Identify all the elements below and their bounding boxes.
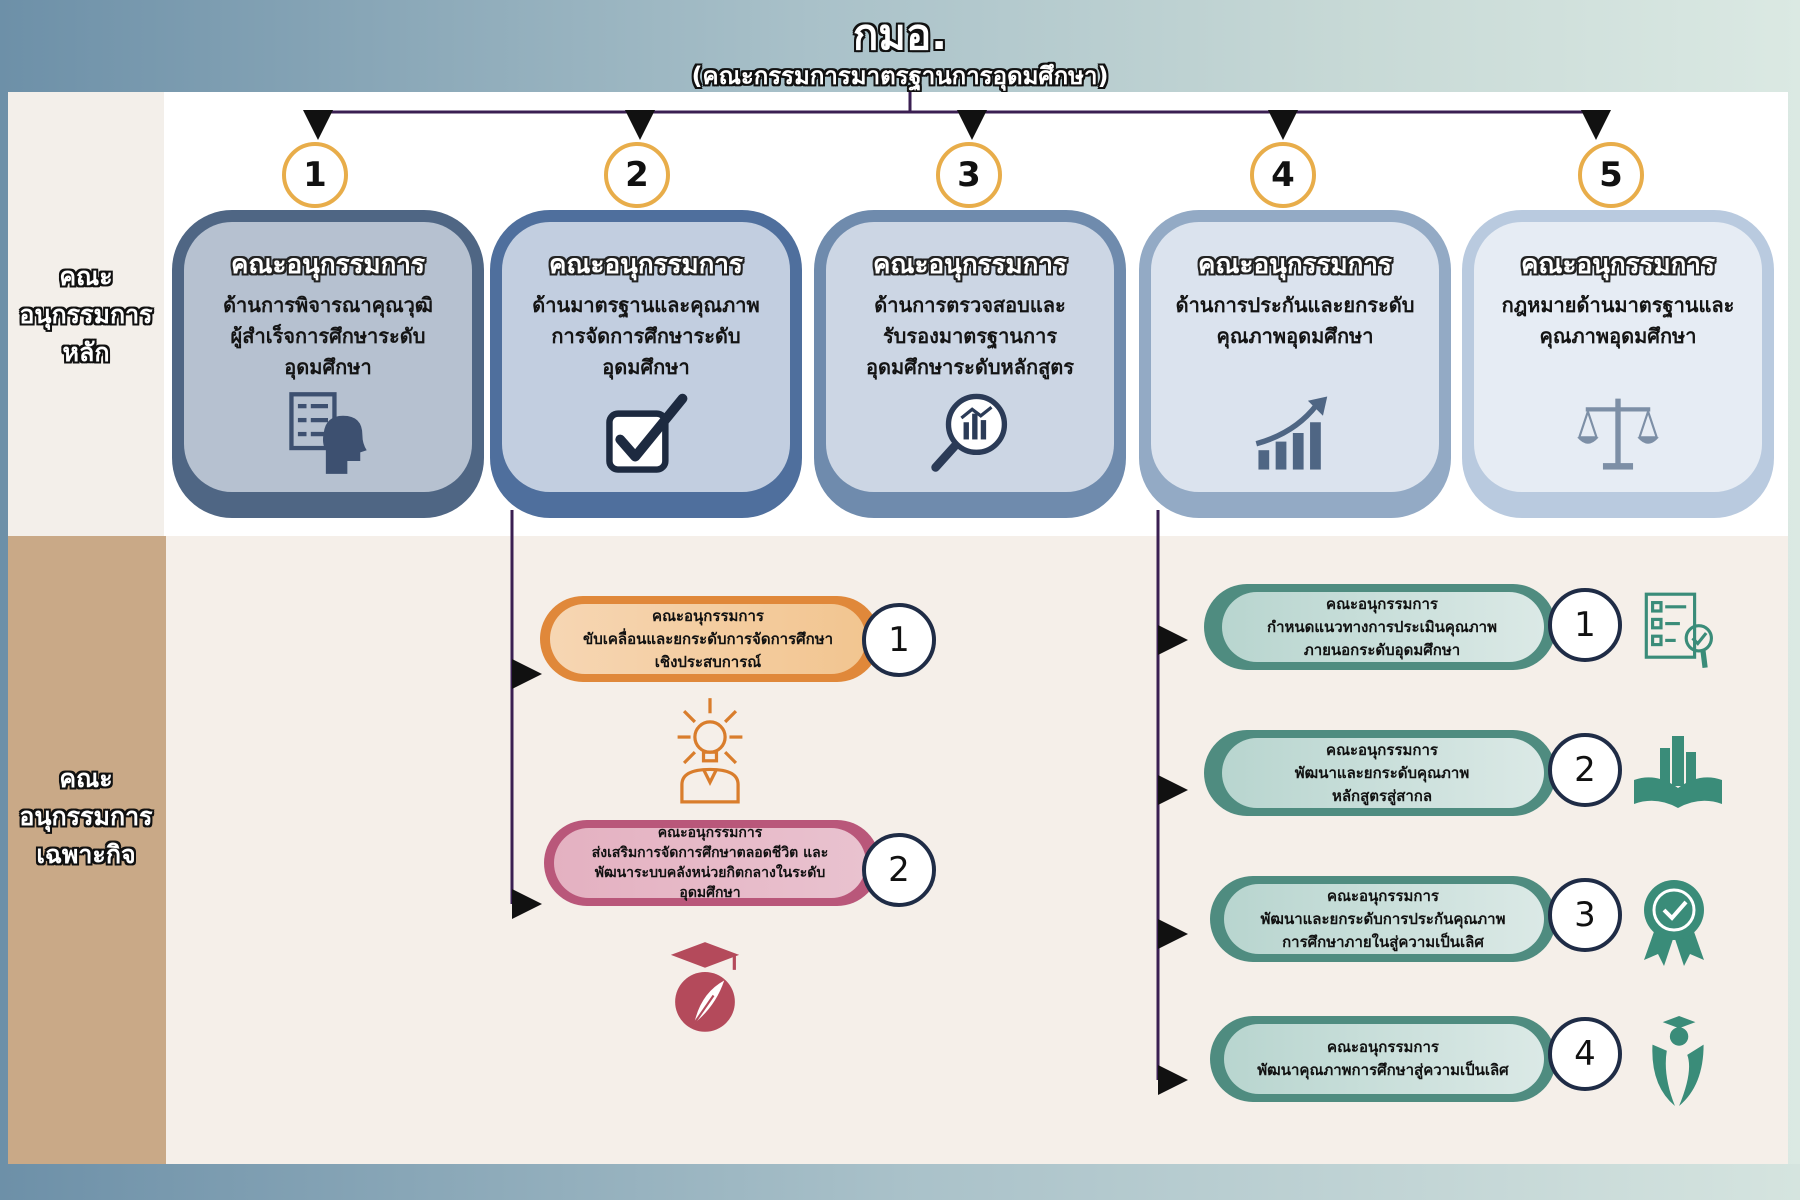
graduation-quill-icon [670, 942, 740, 1032]
right-subcommittee-4: คณะอนุกรรมการ พัฒนาคุณภาพการศึกษาสู่ความ… [1210, 1016, 1556, 1102]
committee-description: กฎหมายด้านมาตรฐานและ คุณภาพอุดมศึกษา [1472, 290, 1764, 352]
left-subcommittee-number-2: 2 [862, 833, 936, 907]
committee-description-line: อุดมศึกษาระดับหลักสูตร [865, 355, 1075, 379]
committee-description-line: คุณภาพอุดมศึกษา [1216, 324, 1374, 348]
committee-description-line: ด้านมาตรฐานและคุณภาพ [532, 293, 760, 317]
subcommittee-text-line: เชิงประสบการณ์ [654, 652, 762, 671]
main-row-label-line: อนุกรรมการ [19, 300, 153, 329]
magnifier-chart-icon [931, 393, 1008, 472]
subcommittee-text-line: คณะอนุกรรมการ [1326, 740, 1438, 759]
right-subcommittee-number-3: 3 [1548, 878, 1622, 952]
checkbox-icon [606, 393, 688, 473]
committee-description-line: อุดมศึกษา [284, 355, 372, 379]
committee-title: คณะอนุกรรมการ [549, 250, 743, 280]
left-subcommittee-1: คณะอนุกรรมการ ขับเคลื่อนและยกระดับการจัด… [540, 596, 880, 682]
committee-description-line: อุดมศึกษา [602, 355, 690, 379]
right-subcommittee-1: คณะอนุกรรมการ กำหนดแนวทางการประเมินคุณภา… [1204, 584, 1556, 670]
specific-row-label-bg [8, 536, 166, 1164]
award-badge-icon [1644, 880, 1704, 966]
main-committee-card-3: คณะอนุกรรมการ ด้านการตรวจสอบและ รับรองมา… [814, 210, 1126, 518]
specific-row-label-line: อนุกรรมการ [19, 802, 153, 831]
right-subcommittee-2: คณะอนุกรรมการ พัฒนาและยกระดับคุณภาพ หลัก… [1204, 730, 1556, 816]
subcommittee-text-line: การศึกษาภายในสู่ความเป็นเลิศ [1282, 932, 1484, 951]
subcommittee-text: คณะอนุกรรมการ พัฒนาและยกระดับการประกันคุ… [1226, 876, 1540, 962]
committee-description-line: กฎหมายด้านมาตรฐานและ [1501, 293, 1735, 317]
committee-description-line: ด้านการพิจารณาคุณวุฒิ [223, 293, 433, 317]
subcommittee-text-line: พัฒนาคุณภาพการศึกษาสู่ความเป็นเลิศ [1257, 1061, 1509, 1079]
main-committee-card-2: คณะอนุกรรมการ ด้านมาตรฐานและคุณภาพ การจั… [490, 210, 802, 518]
left-subcommittee-2: คณะอนุกรรมการ ส่งเสริมการจัดการศึกษาตลอด… [544, 820, 880, 906]
committee-description-line: ด้านการประกันและยกระดับ [1175, 293, 1415, 317]
subcommittee-text-line: คณะอนุกรรมการ [1327, 1038, 1439, 1056]
committee-description: ด้านมาตรฐานและคุณภาพ การจัดการศึกษาระดับ… [500, 290, 792, 383]
committee-number-1: 1 [282, 142, 348, 208]
main-row-label-line: หลัก [62, 338, 110, 367]
main-committee-card-1: คณะอนุกรรมการ ด้านการพิจารณาคุณวุฒิ ผู้ส… [172, 210, 484, 518]
subcommittee-text-line: กำหนดแนวทางการประเมินคุณภาพ [1267, 617, 1497, 636]
committee-description-line: ผู้สำเร็จการศึกษาระดับ [230, 324, 426, 348]
main-committee-card-5: คณะอนุกรรมการ กฎหมายด้านมาตรฐานและ คุณภา… [1462, 210, 1774, 518]
subcommittee-text-line: พัฒนาระบบคลังหน่วยกิตกลางในระดับ [594, 865, 826, 881]
right-subcommittee-number-1: 1 [1548, 588, 1622, 662]
report-check-icon [1644, 592, 1713, 669]
committee-number-3: 3 [936, 142, 1002, 208]
subcommittee-text: คณะอนุกรรมการ พัฒนาและยกระดับคุณภาพ หลัก… [1224, 730, 1540, 816]
diagram-header: กมอ. (คณะกรรมการมาตรฐานการอุดมศึกษา) [0, 0, 1800, 92]
page-title: กมอ. [852, 10, 948, 59]
main-committee-card-4: คณะอนุกรรมการ ด้านการประกันและยกระดับ คุ… [1139, 210, 1451, 518]
committee-title: คณะอนุกรรมการ [1198, 250, 1392, 280]
checklist-head-icon [289, 392, 367, 474]
graduate-person-icon [1652, 1016, 1704, 1106]
right-subcommittee-3: คณะอนุกรรมการ พัฒนาและยกระดับการประกันคุ… [1210, 876, 1556, 962]
main-row-label-line: คณะ [59, 262, 113, 291]
main-row-label-bg [8, 92, 164, 536]
committee-number-4: 4 [1250, 142, 1316, 208]
bottom-strip [0, 1164, 1800, 1200]
subcommittee-text-line: พัฒนาและยกระดับคุณภาพ [1294, 763, 1470, 782]
committee-title: คณะอนุกรรมการ [231, 250, 425, 280]
subcommittee-text: คณะอนุกรรมการ พัฒนาคุณภาพการศึกษาสู่ความ… [1226, 1016, 1540, 1102]
subcommittee-text-line: ส่งเสริมการจัดการศึกษาตลอดชีวิต และ [591, 845, 829, 861]
left-subcommittee-number-1: 1 [862, 603, 936, 677]
committee-description-line: การจัดการศึกษาระดับ [551, 324, 741, 348]
subcommittee-text-line: ภายนอกระดับอุดมศึกษา [1303, 640, 1461, 659]
subcommittee-text-line: คณะอนุกรรมการ [652, 606, 764, 625]
subcommittee-text-line: พัฒนาและยกระดับการประกันคุณภาพ [1260, 909, 1506, 928]
specific-row-label-line: คณะ [59, 764, 113, 793]
committee-description-line: รับรองมาตรฐานการ [882, 324, 1058, 348]
right-subcommittee-number-4: 4 [1548, 1017, 1622, 1091]
committee-description: ด้านการพิจารณาคุณวุฒิ ผู้สำเร็จการศึกษาร… [182, 290, 474, 383]
growth-chart-icon [1255, 396, 1328, 470]
subcommittee-text: คณะอนุกรรมการ ขับเคลื่อนและยกระดับการจัด… [554, 596, 862, 682]
subcommittee-text: คณะอนุกรรมการ กำหนดแนวทางการประเมินคุณภา… [1224, 584, 1540, 670]
specific-row-label-line: เฉพาะกิจ [36, 840, 136, 869]
subcommittee-text-line: อุดมศึกษา [679, 885, 741, 901]
committee-number-2: 2 [604, 142, 670, 208]
subcommittee-text: คณะอนุกรรมการ ส่งเสริมการจัดการศึกษาตลอด… [556, 820, 864, 906]
main-row-label: คณะ อนุกรรมการ หลัก [8, 258, 164, 372]
committee-description-line: ด้านการตรวจสอบและ [874, 293, 1066, 317]
subcommittee-text-line: ขับเคลื่อนและยกระดับการจัดการศึกษา [582, 629, 834, 648]
committee-number-5: 5 [1578, 142, 1644, 208]
specific-row-label: คณะ อนุกรรมการ เฉพาะกิจ [8, 760, 164, 874]
subcommittee-text-line: คณะอนุกรรมการ [1327, 886, 1439, 905]
subcommittee-text-line: หลักสูตรสู่สากล [1331, 786, 1433, 805]
committee-description: ด้านการตรวจสอบและ รับรองมาตรฐานการ อุดมศ… [824, 290, 1116, 383]
committee-title: คณะอนุกรรมการ [1521, 250, 1715, 280]
committee-description-line: คุณภาพอุดมศึกษา [1539, 324, 1697, 348]
committee-title: คณะอนุกรรมการ [873, 250, 1067, 280]
subcommittee-text-line: คณะอนุกรรมการ [657, 825, 763, 841]
subcommittee-text-line: คณะอนุกรรมการ [1326, 594, 1438, 613]
scales-icon [1577, 398, 1659, 470]
lightbulb-person-icon [677, 698, 743, 804]
book-city-icon [1634, 736, 1722, 808]
right-subcommittee-number-2: 2 [1548, 733, 1622, 807]
committee-description: ด้านการประกันและยกระดับ คุณภาพอุดมศึกษา [1149, 290, 1441, 352]
page-subtitle: (คณะกรรมการมาตรฐานการอุดมศึกษา) [691, 62, 1109, 90]
